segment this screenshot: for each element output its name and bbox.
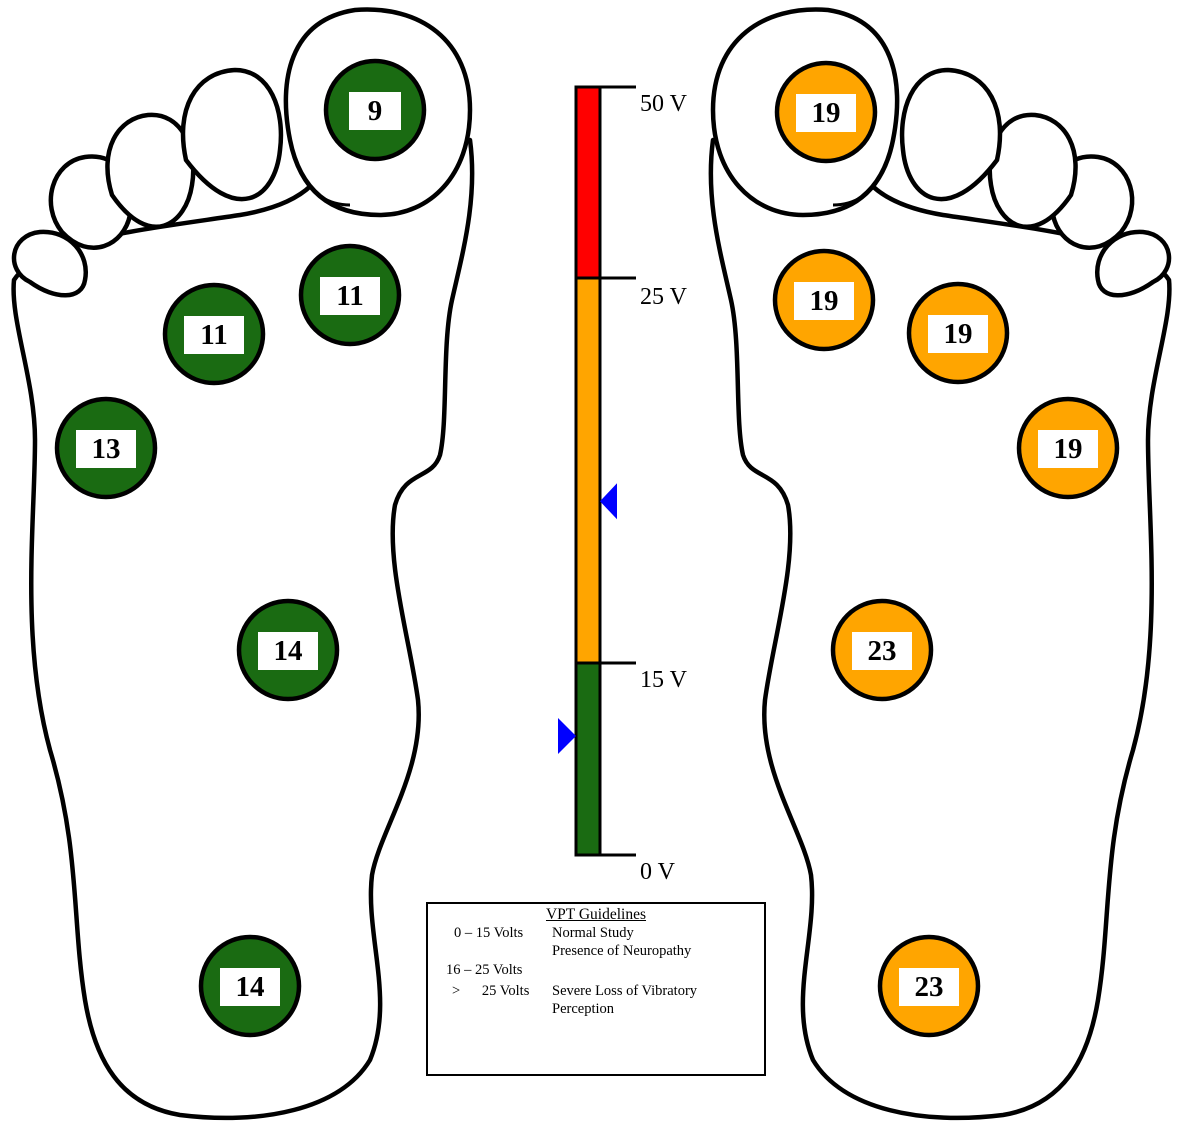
guideline-meaning: Severe Loss of Vibratory [552, 982, 697, 1000]
guideline-range: 0 – 15 Volts [454, 924, 523, 942]
left-point-heel: 14 [201, 937, 299, 1035]
guideline-meaning: Presence of Neuropathy [552, 942, 691, 960]
scale-segment-severe [576, 87, 600, 278]
left-point-metatarsal-5: 13 [57, 399, 155, 497]
tick-label-15: 15 V [640, 667, 688, 693]
left-point-metatarsal-1: 11 [301, 246, 399, 344]
left-point-metatarsal-3: 11 [165, 285, 263, 383]
guidelines-title: VPT Guidelines [428, 906, 764, 924]
left-point-value: 14 [236, 971, 265, 1003]
left-foot-marker-icon [558, 718, 576, 754]
right-point-heel: 23 [880, 937, 978, 1035]
guideline-range: > 25 Volts [452, 982, 529, 1000]
right-point-value: 23 [868, 635, 897, 667]
scale-segment-neuropathy [576, 278, 600, 663]
left-point-value: 9 [368, 95, 383, 127]
right-point-value: 19 [810, 285, 839, 317]
left-point-midfoot: 14 [239, 601, 337, 699]
left-point-value: 13 [92, 433, 121, 465]
vpt-guidelines-box: VPT Guidelines 0 – 15 Volts Normal Study… [426, 902, 766, 1076]
vpt-scale: 50 V 25 V 15 V 0 V [558, 87, 688, 885]
left-point-value: 14 [274, 635, 303, 667]
left-point-big-toe: 9 [326, 61, 424, 159]
left-point-value: 11 [200, 319, 227, 351]
tick-label-50: 50 V [640, 91, 688, 117]
left-point-value: 11 [336, 280, 363, 312]
guideline-meaning: Normal Study [552, 924, 634, 942]
right-point-metatarsal-1: 19 [775, 251, 873, 349]
tick-label-0: 0 V [640, 859, 676, 885]
guideline-meaning: Perception [552, 1000, 614, 1018]
right-point-value: 23 [915, 971, 944, 1003]
guideline-range: 16 – 25 Volts [446, 961, 522, 979]
right-point-metatarsal-3: 19 [909, 284, 1007, 382]
right-foot-marker-icon [600, 483, 617, 519]
right-point-midfoot: 23 [833, 601, 931, 699]
scale-segment-normal [576, 663, 600, 855]
right-point-value: 19 [812, 97, 841, 129]
right-point-value: 19 [1054, 433, 1083, 465]
right-point-big-toe: 19 [777, 63, 875, 161]
tick-label-25: 25 V [640, 284, 688, 310]
right-point-metatarsal-5: 19 [1019, 399, 1117, 497]
right-point-value: 19 [944, 318, 973, 350]
